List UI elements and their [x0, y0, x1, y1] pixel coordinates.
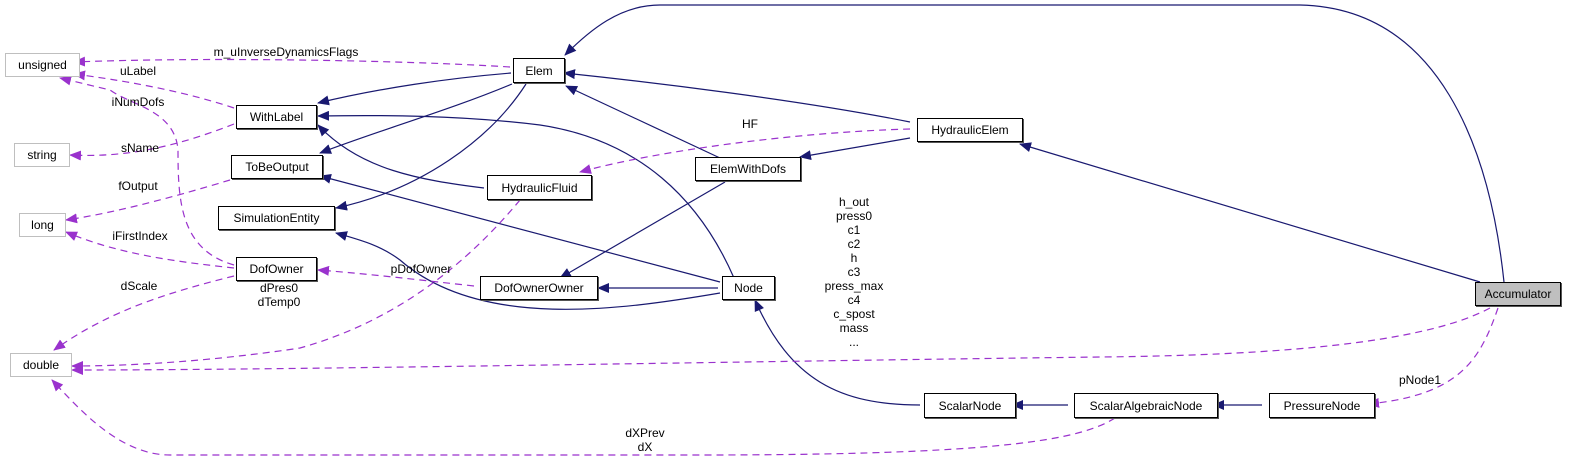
edge-scalaralgebraicnode-double — [51, 379, 1116, 456]
edge-dofowner-double — [53, 275, 235, 351]
edge-withlabel-unsigned — [73, 70, 235, 109]
edge-elem-unsigned — [73, 56, 511, 68]
edge-hydraulicelem-elem — [563, 69, 911, 123]
edge-dofowner-unsigned — [59, 75, 235, 266]
edge-label-ifirstindex: iFirstIndex — [112, 229, 168, 243]
edge-withlabel-string — [69, 123, 235, 161]
node-unsigned: unsigned — [5, 53, 80, 77]
edge-dofowner-long — [65, 231, 235, 269]
node-hydraulicfluid[interactable]: HydraulicFluid — [487, 175, 592, 200]
edge-elem-tobeoutput — [319, 83, 513, 154]
edge-label-dxprev-dx: dXPrev dX — [625, 426, 665, 454]
node-scalarnode[interactable]: ScalarNode — [924, 393, 1016, 418]
edge-node-simulationentity — [335, 231, 721, 310]
node-elem[interactable]: Elem — [513, 58, 565, 83]
node-tobeoutput[interactable]: ToBeOutput — [231, 155, 323, 179]
edge-label-inumdofs: iNumDofs — [111, 95, 165, 109]
edge-hydraulicfluid-double — [71, 199, 521, 371]
edge-elem-simulationentity — [335, 83, 527, 211]
node-hydraulicelem[interactable]: HydraulicElem — [917, 118, 1023, 142]
edge-label-m-uinversedynamicsflags: m_uInverseDynamicsFlags — [213, 45, 359, 59]
edge-node-withlabel — [317, 110, 735, 279]
edge-label-accumulator-members: h_out press0 c1 c2 h c3 press_max c4 c_s… — [824, 195, 884, 349]
edge-accumulator-pressurenode — [1367, 307, 1499, 408]
edge-accumulator-elem — [564, 4, 1505, 283]
node-withlabel[interactable]: WithLabel — [236, 105, 317, 129]
edge-hydraulicfluid-withlabel — [317, 124, 485, 189]
node-string: string — [14, 143, 70, 167]
edge-accumulator-double — [71, 307, 1491, 375]
edge-label-dpres0-dtemp0: dPres0 dTemp0 — [257, 281, 301, 309]
edge-tobeoutput-long — [65, 179, 231, 224]
node-simulationentity[interactable]: SimulationEntity — [218, 206, 335, 230]
node-dofowner[interactable]: DofOwner — [236, 257, 317, 281]
edge-label-foutput: fOutput — [118, 179, 158, 193]
edge-label-pdofowner: pDofOwner — [390, 262, 452, 276]
edge-scalarnode-node — [754, 299, 921, 406]
node-pressurenode[interactable]: PressureNode — [1269, 393, 1375, 418]
edge-accumulator-hydraulicelem — [1019, 142, 1481, 283]
node-double: double — [10, 353, 72, 377]
node-long: long — [19, 213, 66, 237]
node-elemwithdofs[interactable]: ElemWithDofs — [695, 157, 801, 181]
edge-dofownerowner-dofowner — [317, 265, 475, 287]
edge-elem-withlabel — [317, 72, 512, 106]
edge-label-sname: sName — [120, 141, 160, 155]
node-accumulator[interactable]: Accumulator — [1475, 282, 1561, 306]
edge-elemwithdofs-elem — [565, 85, 721, 159]
edge-elemwithdofs-dofownerowner — [559, 181, 726, 279]
edge-label-hf: HF — [742, 117, 758, 131]
node-dofownerowner[interactable]: DofOwnerOwner — [480, 276, 598, 300]
node-node[interactable]: Node — [722, 276, 775, 300]
edge-hydraulicelem-elemwithdofs — [799, 137, 911, 161]
edge-node-tobeoutput — [319, 173, 721, 283]
node-scalaralgebraicnode[interactable]: ScalarAlgebraicNode — [1074, 393, 1218, 418]
edge-label-ulabel: uLabel — [119, 64, 157, 78]
edge-label-pnode1: pNode1 — [1398, 373, 1442, 387]
edge-label-dscale: dScale — [120, 279, 158, 293]
